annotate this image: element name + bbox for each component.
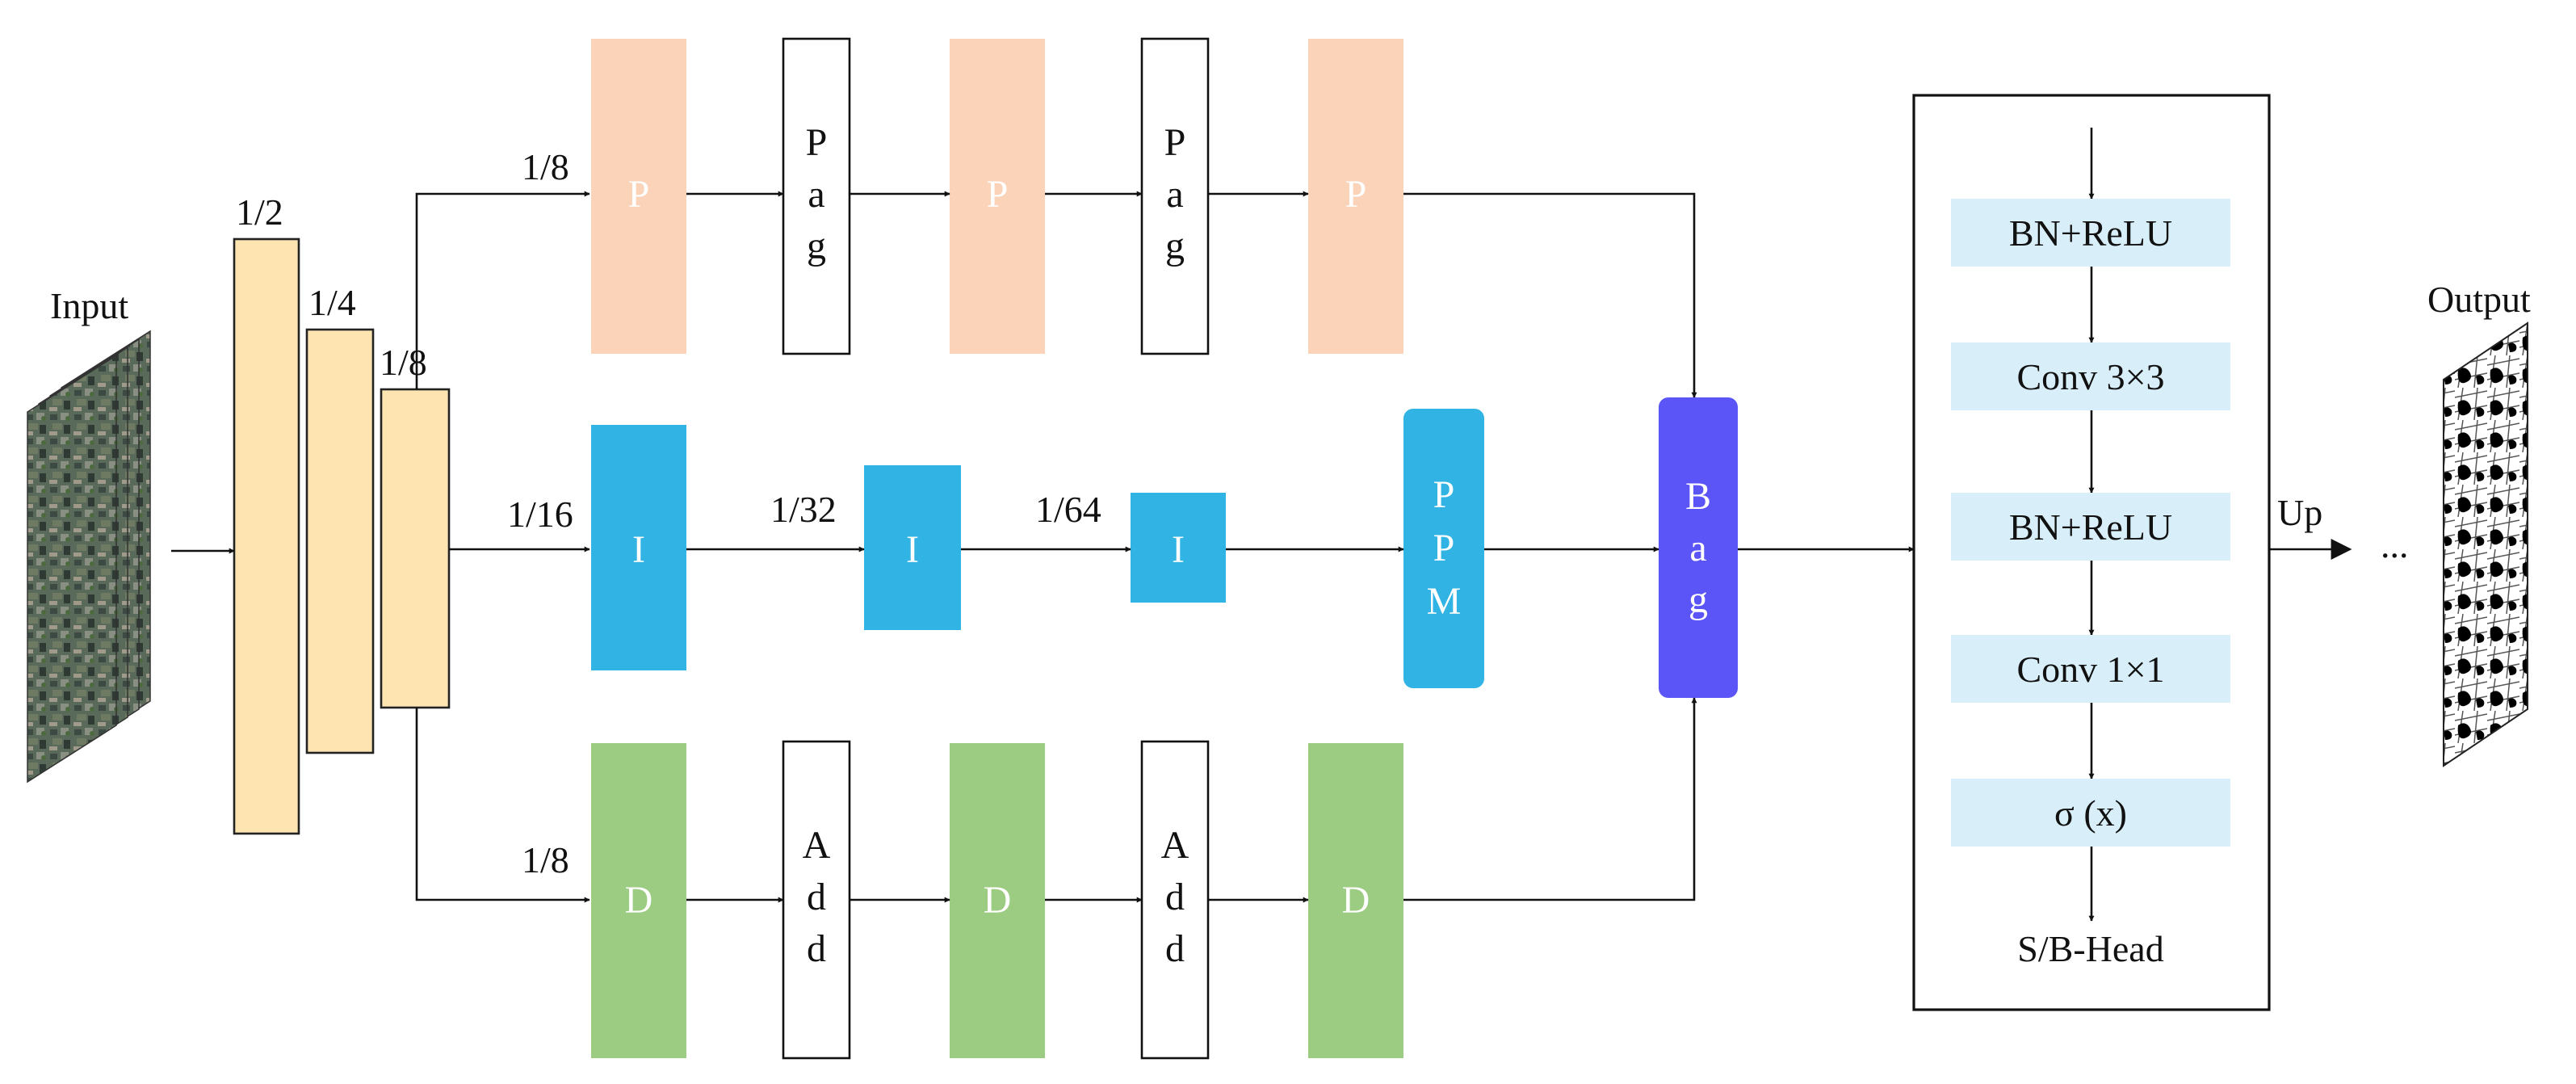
scale-label-eighth-bottom: 1/8 <box>522 839 569 880</box>
head-step-2 <box>1951 342 2230 410</box>
pag-1-char-1: P <box>806 121 828 164</box>
add-1-char-1: A <box>803 824 831 867</box>
ellipsis-label: ... <box>2381 524 2409 565</box>
scale-label-quarter: 1/4 <box>308 282 356 323</box>
scale-label-eighth-top: 1/8 <box>522 146 569 187</box>
d-block-2-label: D <box>984 879 1012 922</box>
bag-char-2: a <box>1689 527 1706 569</box>
head-step-3 <box>1951 493 2230 561</box>
scale-label-sixteenth: 1/16 <box>507 494 573 535</box>
stem-block-quarter <box>305 328 375 754</box>
input-label: Input <box>50 285 128 326</box>
up-label: Up <box>2277 492 2322 533</box>
pag-block-1 <box>782 37 851 355</box>
i-block-2-label: I <box>906 528 919 571</box>
add-block-2 <box>1140 740 1210 1060</box>
input-image-stack <box>27 330 151 784</box>
connector-stem-to-p <box>415 191 590 389</box>
head-step-4-label: Conv 1×1 <box>2016 649 2164 690</box>
ppm-char-1: P <box>1433 473 1455 516</box>
bag-char-3: g <box>1689 578 1708 621</box>
d-block-3-label: D <box>1342 879 1370 922</box>
p-block-1 <box>591 39 686 354</box>
i-block-2 <box>864 465 961 630</box>
p-block-3 <box>1308 39 1403 354</box>
pag-block-2 <box>1140 37 1210 355</box>
add-1-char-2: d <box>807 876 826 918</box>
ppm-block <box>1403 409 1484 688</box>
pag-1-char-2: a <box>808 173 824 216</box>
d-block-2 <box>950 743 1045 1058</box>
ppm-char-3: M <box>1427 580 1462 623</box>
stem-block-eighth <box>380 388 451 709</box>
connector-stem-to-d <box>415 708 590 903</box>
add-2-char-3: d <box>1165 927 1185 970</box>
add-1-char-3: d <box>807 927 826 970</box>
head-step-2-label: Conv 3×3 <box>2016 356 2164 397</box>
scale-label-sixty-fourth: 1/64 <box>1035 489 1101 530</box>
pag-1-char-3: g <box>807 225 826 267</box>
output-mask-image <box>2443 321 2528 767</box>
d-block-1-label: D <box>625 879 653 922</box>
connector-d3-to-bag <box>1403 697 1697 901</box>
p-block-3-label: P <box>1345 173 1367 216</box>
i-block-1 <box>591 425 686 670</box>
p-block-2-label: P <box>987 173 1009 216</box>
connector-p3-to-bag <box>1403 192 1697 398</box>
head-step-3-label: BN+ReLU <box>2009 506 2172 548</box>
i-block-3-label: I <box>1172 528 1185 571</box>
scale-label-eighth-stem: 1/8 <box>380 342 427 383</box>
add-block-1 <box>782 740 851 1060</box>
pag-2-char-3: g <box>1165 225 1185 267</box>
i-block-1-label: I <box>632 528 645 571</box>
p-block-2 <box>950 39 1045 354</box>
scale-label-thirty-second: 1/32 <box>770 489 837 530</box>
head-name-label: S/B-Head <box>2017 928 2163 969</box>
p-block-1-label: P <box>628 173 650 216</box>
stem-block-half <box>233 237 300 835</box>
d-block-3 <box>1308 743 1403 1058</box>
bag-char-1: B <box>1685 475 1711 518</box>
head-step-1-label: BN+ReLU <box>2009 212 2172 254</box>
d-block-1 <box>591 743 686 1058</box>
head-step-1 <box>1951 199 2230 267</box>
add-2-char-1: A <box>1161 824 1189 867</box>
pag-2-char-1: P <box>1164 121 1186 164</box>
head-step-4 <box>1951 635 2230 703</box>
ppm-char-2: P <box>1433 527 1455 569</box>
scale-label-half: 1/2 <box>236 191 283 233</box>
add-2-char-2: d <box>1165 876 1185 918</box>
pag-2-char-2: a <box>1166 173 1183 216</box>
bag-block <box>1659 397 1738 698</box>
i-block-3 <box>1131 493 1226 603</box>
output-label: Output <box>2427 279 2531 320</box>
head-step-5 <box>1951 779 2230 847</box>
head-step-5-label: σ (x) <box>2054 792 2127 834</box>
